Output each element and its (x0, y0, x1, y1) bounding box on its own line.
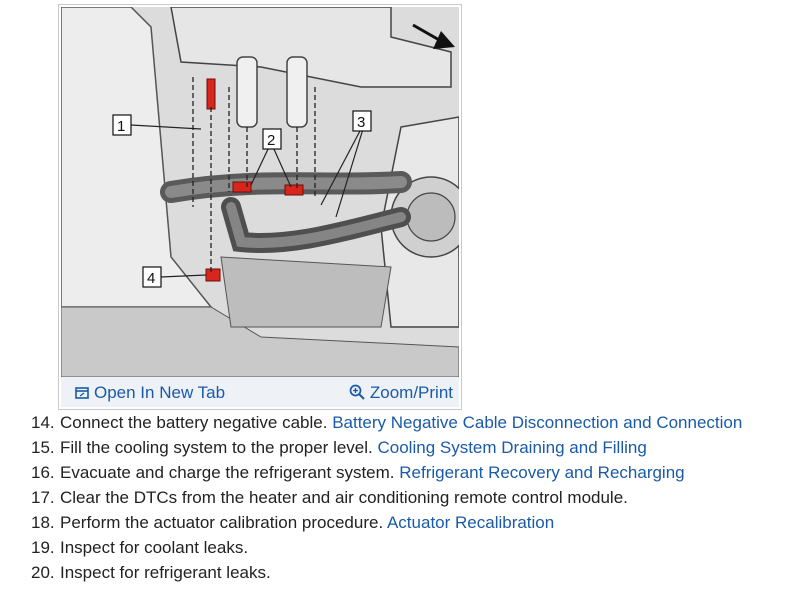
svg-text:4: 4 (147, 270, 155, 287)
step-text: Fill the cooling system to the proper le… (60, 438, 373, 457)
callout-4: 4 (142, 266, 162, 288)
step-text: Connect the battery negative cable. (60, 413, 328, 432)
step-number: 16. (31, 463, 55, 482)
zoom-print-link[interactable]: Zoom/Print (349, 383, 453, 405)
step-number: 19. (31, 538, 55, 557)
svg-text:2: 2 (267, 132, 275, 149)
step-number: 15. (31, 438, 55, 457)
step-number: 18. (31, 513, 55, 532)
step-item: 18. Perform the actuator calibration pro… (0, 510, 806, 535)
svg-text:3: 3 (357, 114, 365, 131)
step-item: 20. Inspect for refrigerant leaks. (0, 560, 806, 585)
svg-text:1: 1 (117, 118, 125, 135)
step-link-battery-negative-cable[interactable]: Battery Negative Cable Disconnection and… (332, 413, 743, 432)
open-in-new-tab-link[interactable]: Open In New Tab (75, 383, 225, 405)
step-link-cooling-system[interactable]: Cooling System Draining and Filling (377, 438, 647, 457)
callout-3: 3 (352, 110, 372, 132)
zoom-in-icon (349, 384, 365, 405)
zoom-print-label: Zoom/Print (369, 383, 453, 402)
open-new-tab-icon (75, 385, 89, 405)
procedure-steps: 14. Connect the battery negative cable. … (0, 410, 806, 585)
step-text: Inspect for refrigerant leaks. (60, 563, 271, 582)
hvac-pipe-diagram: 1 2 3 4 (61, 7, 459, 377)
step-item: 15. Fill the cooling system to the prope… (0, 435, 806, 460)
step-text: Clear the DTCs from the heater and air c… (60, 488, 628, 507)
step-item: 16. Evacuate and charge the refrigerant … (0, 460, 806, 485)
step-item: 17. Clear the DTCs from the heater and a… (0, 485, 806, 510)
step-link-refrigerant-recovery[interactable]: Refrigerant Recovery and Recharging (399, 463, 685, 482)
callout-1: 1 (112, 114, 132, 136)
step-text: Perform the actuator calibration procedu… (60, 513, 384, 532)
step-number: 17. (31, 488, 55, 507)
step-number: 20. (31, 563, 55, 582)
step-text: Inspect for coolant leaks. (60, 538, 249, 557)
step-link-actuator-recalibration[interactable]: Actuator Recalibration (386, 513, 555, 532)
step-number: 14. (31, 413, 55, 432)
open-in-new-tab-label: Open In New Tab (94, 383, 226, 402)
service-figure: 1 2 3 4 Open In New Tab (58, 4, 462, 410)
callout-2: 2 (262, 128, 282, 150)
component-illustration: 1 2 3 4 (61, 7, 459, 377)
step-text: Evacuate and charge the refrigerant syst… (60, 463, 395, 482)
figure-toolbar: Open In New Tab Zoom/Print (61, 377, 459, 407)
step-item: 19. Inspect for coolant leaks. (0, 535, 806, 560)
step-item: 14. Connect the battery negative cable. … (0, 410, 806, 435)
